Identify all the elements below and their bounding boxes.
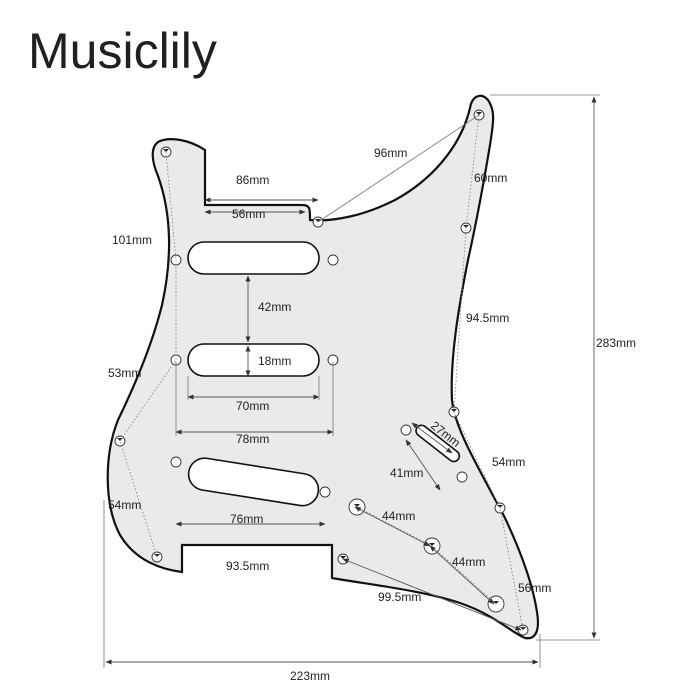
dim-44mm-upper: 44mm	[382, 509, 415, 523]
dim-44mm-lower: 44mm	[452, 555, 485, 569]
dim-56mm-bottom: 56mm	[518, 581, 551, 595]
dim-101mm: 101mm	[112, 233, 152, 247]
brand-logo-text: Musiclily	[28, 23, 217, 79]
neck-pickup-slot	[187, 241, 320, 275]
dim-18mm: 18mm	[258, 354, 291, 368]
dim-96mm: 96mm	[374, 146, 407, 160]
bridge-pickup-hole-right	[319, 486, 331, 498]
dim-78mm: 78mm	[236, 432, 269, 446]
dim-41mm: 41mm	[390, 466, 423, 480]
switch-hole-bottom	[456, 471, 468, 483]
dim-93-5mm: 93.5mm	[226, 559, 269, 573]
dim-54mm-left: 54mm	[108, 498, 141, 512]
dim-223mm: 223mm	[290, 669, 330, 683]
dim-60mm: 60mm	[474, 171, 507, 185]
bridge-pickup-slot	[187, 457, 320, 507]
middle-pickup-slot	[187, 343, 320, 377]
pickguard-outline	[106, 94, 540, 640]
right-screw-chain	[453, 114, 524, 631]
neck-pickup-hole-left	[170, 254, 182, 266]
dim-86mm: 86mm	[236, 173, 269, 187]
neck-pickup-hole-right	[327, 254, 339, 266]
dim-70mm: 70mm	[236, 399, 269, 413]
dim-54mm-right: 54mm	[492, 455, 525, 469]
dim-94-5mm: 94.5mm	[466, 311, 509, 325]
dim-56mm-top: 56mm	[232, 207, 265, 221]
bridge-pickup-hole-left	[170, 456, 182, 468]
switch-hole-top	[400, 424, 412, 436]
dim-283mm: 283mm	[596, 336, 636, 350]
dim-99-5mm: 99.5mm	[378, 590, 421, 604]
dim-42mm: 42mm	[258, 300, 291, 314]
dim-53mm: 53mm	[108, 366, 141, 380]
dim-76mm: 76mm	[230, 512, 263, 526]
left-screw-chain	[119, 151, 177, 558]
